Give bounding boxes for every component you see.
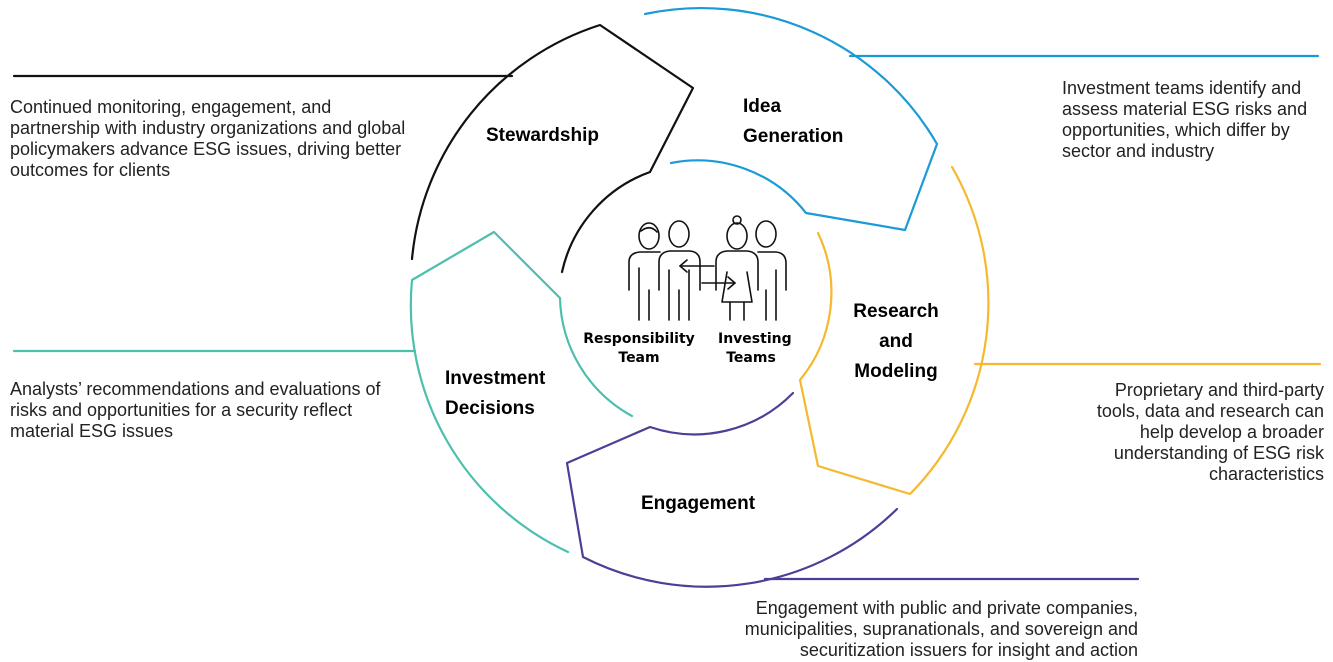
investment-decisions-description: Analysts’ recommendations and evaluation… — [10, 379, 381, 441]
investment-decisions-segment — [12, 230, 634, 554]
engagement-description: Engagement with public and private compa… — [744, 598, 1138, 660]
responsibility-team-label: Responsibility Team — [583, 331, 695, 366]
idea-generation-description: Investment teams identify and assess mat… — [1062, 78, 1308, 161]
stewardship-description: Continued monitoring, engagement, and pa… — [10, 97, 406, 180]
research-modeling-label-line1: Research — [853, 301, 939, 322]
research-modeling-label: Research and Modeling — [846, 297, 946, 387]
idea-generation-label: Idea Generation — [743, 92, 843, 152]
investing-teams-label: Investing Teams — [718, 331, 792, 366]
investment-decisions-label-line2: Decisions — [445, 398, 535, 419]
engagement-label: Engagement — [641, 493, 756, 514]
research-modeling-description: Proprietary and third-party tools, data … — [1096, 380, 1324, 484]
stewardship-label: Stewardship — [486, 125, 599, 146]
research-modeling-label-line2: and — [879, 331, 913, 352]
idea-generation-label-line2: Generation — [743, 126, 844, 147]
research-modeling-segment — [798, 165, 1322, 496]
investment-decisions-label: Investment Decisions — [445, 364, 545, 424]
people-exchange-icon — [628, 215, 787, 321]
research-modeling-label-line3: Modeling — [854, 361, 938, 382]
idea-generation-label-line1: Idea — [743, 96, 782, 117]
investment-decisions-label-line1: Investment — [445, 368, 546, 389]
stewardship-segment — [12, 23, 695, 274]
idea-generation-segment — [643, 6, 1320, 232]
engagement-segment — [565, 391, 1140, 588]
